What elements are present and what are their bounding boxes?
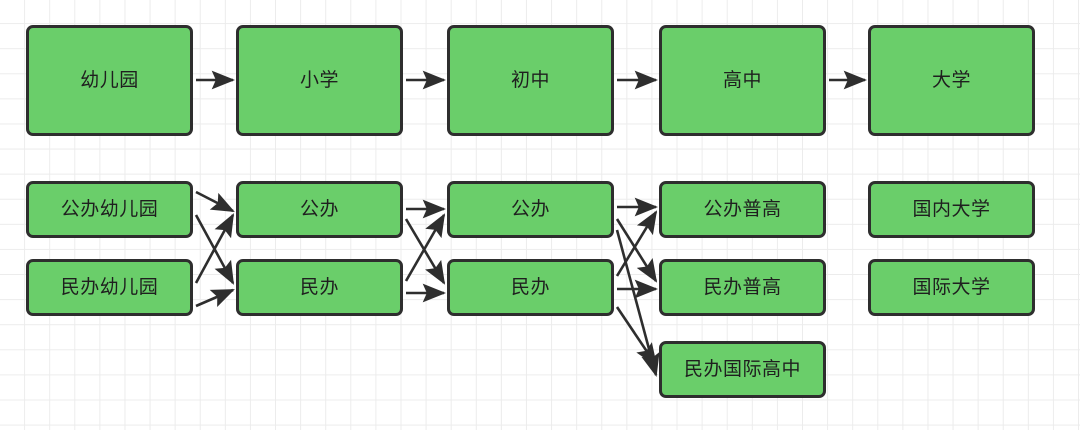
node-label: 小学 xyxy=(299,69,339,91)
edge-public-kindergarten-to-public-primary xyxy=(195,190,235,213)
node-junior[interactable]: 初中 xyxy=(447,25,614,136)
edge-private-primary-to-public-junior xyxy=(404,213,446,282)
node-public-kindergarten[interactable]: 公办幼儿园 xyxy=(26,181,193,238)
edge-private-junior-to-public-senior xyxy=(615,210,658,277)
node-domestic-university[interactable]: 国内大学 xyxy=(868,181,1035,238)
node-private-junior[interactable]: 民办 xyxy=(447,259,614,316)
node-label: 大学 xyxy=(931,69,971,91)
edge-public-junior-to-private-intl-senior xyxy=(615,229,660,378)
node-label: 公办普高 xyxy=(703,198,782,220)
node-university[interactable]: 大学 xyxy=(868,25,1035,136)
node-label: 民办 xyxy=(510,276,550,298)
node-private-senior[interactable]: 民办普高 xyxy=(659,259,826,316)
node-label: 民办 xyxy=(299,276,339,298)
node-label: 公办 xyxy=(299,198,339,220)
node-public-primary[interactable]: 公办 xyxy=(236,181,403,238)
edge-public-junior-to-private-senior xyxy=(615,218,658,283)
node-label: 国内大学 xyxy=(912,198,991,220)
edge-private-kindergarten-to-private-primary xyxy=(195,288,235,308)
node-public-senior[interactable]: 公办普高 xyxy=(659,181,826,238)
node-label: 幼儿园 xyxy=(80,69,139,91)
node-intl-university[interactable]: 国际大学 xyxy=(868,259,1035,316)
node-label: 国际大学 xyxy=(912,276,991,298)
node-label: 公办幼儿园 xyxy=(60,198,159,220)
node-label: 公办 xyxy=(510,198,550,220)
edge-private-junior-to-private-intl-senior xyxy=(615,306,658,367)
node-label: 民办幼儿园 xyxy=(60,276,159,298)
edge-private-kindergarten-to-public-primary xyxy=(194,213,235,284)
edge-public-kindergarten-to-private-primary xyxy=(194,214,235,285)
node-private-intl-senior[interactable]: 民办国际高中 xyxy=(659,341,826,398)
node-primary[interactable]: 小学 xyxy=(236,25,403,136)
node-private-primary[interactable]: 民办 xyxy=(236,259,403,316)
node-private-kindergarten[interactable]: 民办幼儿园 xyxy=(26,259,193,316)
node-label: 高中 xyxy=(722,69,762,91)
edge-public-primary-to-private-junior xyxy=(404,218,446,285)
node-label: 民办普高 xyxy=(703,276,782,298)
node-public-junior[interactable]: 公办 xyxy=(447,181,614,238)
node-kindergarten[interactable]: 幼儿园 xyxy=(26,25,193,136)
node-label: 民办国际高中 xyxy=(683,358,801,380)
node-senior[interactable]: 高中 xyxy=(659,25,826,136)
node-label: 初中 xyxy=(510,69,550,91)
